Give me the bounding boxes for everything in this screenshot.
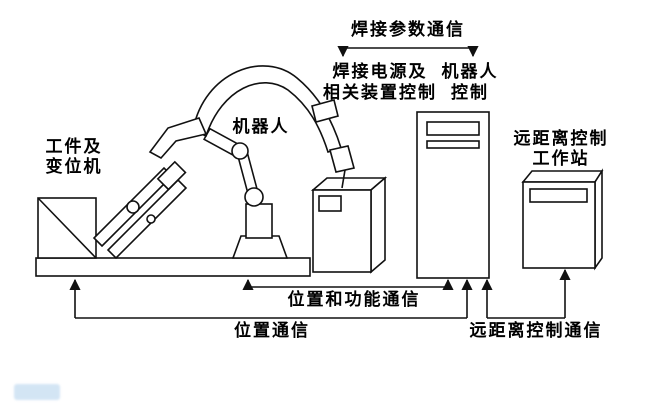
label-robot: 机器人 xyxy=(232,117,290,136)
welding-param-comm-arrow xyxy=(337,45,479,58)
workpiece-positioner xyxy=(37,160,188,260)
welding-power-source xyxy=(310,176,388,274)
label-remote-workstation-line2: 工作站 xyxy=(532,149,590,168)
label-position-comm: 位置通信 xyxy=(234,321,310,340)
power-source-panel xyxy=(318,195,342,212)
watermark xyxy=(14,384,60,400)
robot-elbow-joint xyxy=(231,142,249,160)
label-workpiece-line2: 变位机 xyxy=(45,157,103,176)
label-remote-workstation-line1: 远距离控制 xyxy=(513,129,609,148)
robot-waist xyxy=(245,203,273,239)
label-remote-control-comm: 远距离控制通信 xyxy=(469,321,603,340)
wire-feeder xyxy=(311,99,339,123)
base-platform xyxy=(35,257,311,277)
robot-shoulder-joint xyxy=(244,187,264,207)
torch-cable xyxy=(341,169,346,189)
position-function-comm-arrow xyxy=(242,278,454,291)
label-robot-control-line1: 机器人 xyxy=(441,62,499,81)
workstation-top-face xyxy=(521,170,604,183)
positioner-box-diagonal xyxy=(37,197,97,259)
robot-gripper xyxy=(148,117,208,160)
plate-clamp-head xyxy=(156,160,187,191)
controller-slot-upper xyxy=(426,121,480,136)
workstation-slot xyxy=(529,188,588,203)
label-power-device-control-line2: 相关装置控制 xyxy=(323,83,437,102)
remote-workstation xyxy=(521,168,604,271)
workstation-side-face xyxy=(594,168,603,271)
position-comm-arrow xyxy=(69,278,473,319)
label-power-device-control-line1: 焊接电源及 xyxy=(332,62,428,81)
plate-pivot-large xyxy=(126,200,140,214)
label-robot-control-line2: 控制 xyxy=(451,83,489,102)
platform-rect xyxy=(35,257,311,277)
robot-controller xyxy=(416,111,490,279)
robot-arm xyxy=(148,65,355,259)
remote-control-comm-arrow xyxy=(481,268,571,319)
controller-front xyxy=(416,111,490,279)
label-welding-param-comm: 焊接参数通信 xyxy=(351,20,465,39)
power-source-side-face xyxy=(370,176,386,274)
robot-pedestal xyxy=(231,235,289,259)
controller-slot-lower xyxy=(426,140,480,149)
welding-torch xyxy=(329,145,355,173)
label-position-function-comm: 位置和功能通信 xyxy=(287,290,421,309)
plate-pivot-small xyxy=(146,214,156,224)
label-workpiece-line1: 工件及 xyxy=(45,137,103,156)
